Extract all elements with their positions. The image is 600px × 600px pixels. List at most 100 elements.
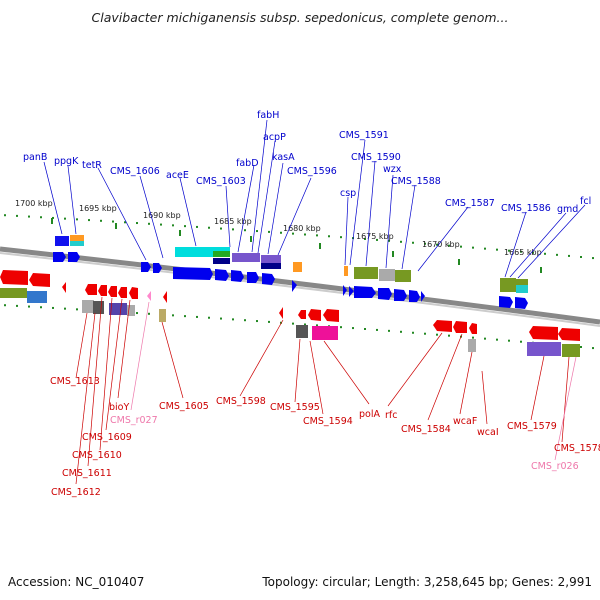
gene-block[interactable]	[159, 309, 166, 322]
gene-label-cms-1584[interactable]: CMS_1584	[401, 424, 451, 435]
gene-label-kasa[interactable]: kasA	[272, 152, 295, 163]
gene-label-fabh[interactable]: fabH	[257, 110, 279, 121]
gene-label-cms-1605[interactable]: CMS_1605	[159, 401, 209, 412]
gene-arrow[interactable]	[409, 290, 420, 302]
gene-arrow[interactable]	[62, 282, 66, 293]
gene-block[interactable]	[379, 269, 395, 281]
gene-label-cms-1611[interactable]: CMS_1611	[62, 468, 112, 479]
gene-arrow[interactable]	[558, 328, 580, 341]
gene-block[interactable]	[354, 267, 378, 279]
rna-label-cms-r026[interactable]: CMS_r026	[531, 461, 579, 472]
gene-block[interactable]	[293, 262, 302, 272]
gene-block[interactable]	[213, 258, 230, 264]
gene-arrow[interactable]	[354, 286, 376, 298]
gene-block[interactable]	[127, 305, 135, 316]
gene-label-bioy[interactable]: bioY	[109, 402, 129, 413]
gene-block[interactable]	[527, 342, 561, 356]
gene-arrow[interactable]	[153, 263, 162, 273]
gene-block[interactable]	[232, 253, 260, 262]
gene-arrow[interactable]	[129, 287, 138, 299]
gene-label-fcl[interactable]: fcl	[580, 196, 591, 207]
gene-label-rfc[interactable]: rfc	[385, 410, 397, 421]
gene-label-panb[interactable]: panB	[23, 152, 47, 163]
gene-label-cms-1613[interactable]: CMS_1613	[50, 376, 100, 387]
gene-label-wcaf[interactable]: wcaF	[453, 416, 477, 427]
rna-gene[interactable]	[147, 291, 151, 301]
gene-label-cms-1598[interactable]: CMS_1598	[216, 396, 266, 407]
gene-arrow[interactable]	[141, 262, 151, 272]
gene-label-cms-1603[interactable]: CMS_1603	[196, 176, 246, 187]
gene-arrow[interactable]	[308, 309, 321, 321]
gene-arrow[interactable]	[323, 309, 339, 322]
gene-label-cms-1595[interactable]: CMS_1595	[270, 402, 320, 413]
gene-arrow[interactable]	[53, 252, 66, 262]
gene-label-cms-1594[interactable]: CMS_1594	[303, 416, 353, 427]
gene-block[interactable]	[516, 285, 528, 293]
gene-block[interactable]	[109, 303, 127, 315]
gene-arrow[interactable]	[68, 252, 80, 262]
gene-block[interactable]	[93, 301, 104, 314]
gene-label-cms-1578[interactable]: CMS_1578	[554, 443, 600, 454]
gene-label-cms-1612[interactable]: CMS_1612	[51, 487, 101, 498]
gene-block[interactable]	[562, 344, 580, 357]
gene-label-pola[interactable]: polA	[359, 409, 380, 420]
gene-label-tetr[interactable]: tetR	[82, 160, 102, 171]
gene-label-gmd[interactable]: gmd	[557, 204, 578, 215]
gene-label-cms-1586[interactable]: CMS_1586	[501, 203, 551, 214]
gene-arrow[interactable]	[292, 280, 297, 292]
gene-label-cms-1587[interactable]: CMS_1587	[445, 198, 495, 209]
gene-label-cms-1596[interactable]: CMS_1596	[287, 166, 337, 177]
gene-block[interactable]	[0, 288, 27, 298]
gene-arrow[interactable]	[108, 286, 117, 297]
gene-label-cms-1606[interactable]: CMS_1606	[110, 166, 160, 177]
gene-arrow[interactable]	[262, 273, 275, 285]
gene-label-cms-1590[interactable]: CMS_1590	[351, 152, 401, 163]
gene-label-cms-1588[interactable]: CMS_1588	[391, 176, 441, 187]
gene-arrow[interactable]	[98, 285, 107, 296]
gene-label-cms-1579[interactable]: CMS_1579	[507, 421, 557, 432]
gene-arrow[interactable]	[529, 326, 558, 340]
gene-block[interactable]	[82, 300, 94, 313]
gene-label-acee[interactable]: aceE	[166, 170, 189, 181]
gene-block[interactable]	[213, 251, 230, 257]
gene-arrow[interactable]	[453, 321, 467, 333]
gene-arrow[interactable]	[85, 284, 97, 295]
gene-block[interactable]	[70, 235, 84, 241]
gene-arrow[interactable]	[469, 323, 477, 334]
gene-arrow[interactable]	[499, 296, 513, 308]
gene-arrow[interactable]	[421, 291, 425, 302]
gene-label-cms-1610[interactable]: CMS_1610	[72, 450, 122, 461]
gene-block[interactable]	[27, 291, 47, 303]
gene-arrow[interactable]	[515, 297, 528, 309]
gene-block[interactable]	[296, 325, 308, 338]
gene-label-cms-1591[interactable]: CMS_1591	[339, 130, 389, 141]
gene-arrow[interactable]	[118, 287, 127, 298]
gene-arrow[interactable]	[298, 310, 306, 319]
gene-arrow[interactable]	[349, 286, 354, 297]
gene-arrow[interactable]	[279, 307, 283, 319]
gene-arrow[interactable]	[378, 288, 392, 300]
gene-block[interactable]	[468, 339, 476, 352]
gene-block[interactable]	[261, 255, 281, 263]
gene-block[interactable]	[55, 236, 69, 246]
gene-arrow[interactable]	[343, 285, 347, 296]
gene-arrow[interactable]	[163, 291, 167, 303]
gene-arrow[interactable]	[29, 273, 50, 287]
gene-arrow[interactable]	[215, 269, 229, 281]
gene-block[interactable]	[70, 241, 84, 246]
gene-arrow[interactable]	[433, 320, 452, 332]
gene-arrow[interactable]	[0, 270, 28, 285]
gene-label-fabd[interactable]: fabD	[236, 158, 259, 169]
gene-block[interactable]	[312, 326, 338, 340]
gene-block[interactable]	[175, 247, 230, 257]
gene-label-csp[interactable]: csp	[340, 188, 356, 199]
gene-label-wcai[interactable]: wcaI	[477, 427, 499, 438]
gene-block[interactable]	[516, 279, 528, 285]
gene-block[interactable]	[395, 270, 411, 282]
gene-arrow[interactable]	[247, 272, 259, 283]
gene-label-acpp[interactable]: acpP	[263, 132, 286, 143]
gene-arrow[interactable]	[394, 289, 407, 301]
gene-label-wzx[interactable]: wzx	[383, 164, 402, 175]
gene-label-ppgk[interactable]: ppgK	[54, 156, 79, 167]
rna-label-cms-r027[interactable]: CMS_r027	[110, 415, 158, 426]
